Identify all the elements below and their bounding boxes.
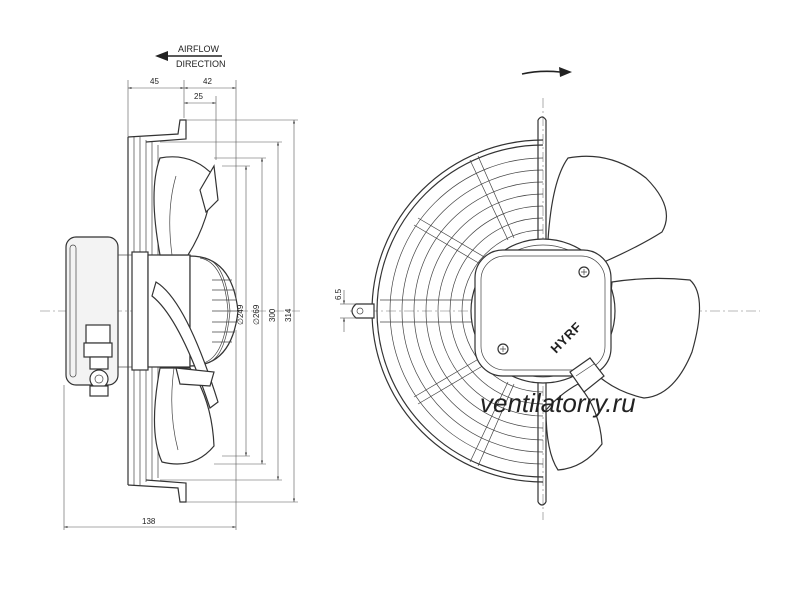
screw-bottom-left — [497, 343, 509, 355]
dim-label-45: 45 — [150, 77, 159, 86]
dim-label-249: ∅249 — [236, 304, 245, 325]
dim-label-300: 300 — [268, 308, 277, 322]
right-arrow-icon — [521, 67, 572, 77]
dim-label-269: ∅269 — [252, 304, 261, 325]
cable-gland — [83, 324, 113, 397]
mount-tab-left: 6.5 — [334, 288, 375, 332]
screw-top-right — [578, 266, 590, 278]
airflow-label-line2: DIRECTION — [176, 59, 226, 69]
watermark: ventilatorry.ru — [480, 388, 636, 418]
dim-label-314: 314 — [284, 308, 293, 322]
dim-label-25: 25 — [194, 92, 203, 101]
left-arrow-icon — [155, 51, 222, 61]
side-dimension-lines — [63, 86, 296, 529]
dim-label-138: 138 — [142, 517, 156, 526]
airflow-direction-label: AIRFLOW DIRECTION — [155, 44, 226, 69]
side-view: 45 42 25 138 ∅249 ∅269 300 314 — [40, 77, 300, 530]
front-view: 6.5 HY — [334, 67, 760, 520]
dim-label-42: 42 — [203, 77, 212, 86]
side-mount-bracket-bottom — [127, 479, 187, 503]
side-witness-lines — [63, 80, 298, 530]
guard-radial-rods — [380, 155, 515, 467]
guard-rings — [371, 139, 544, 483]
side-mount-bracket-top — [127, 119, 187, 143]
airflow-label-line1: AIRFLOW — [178, 44, 220, 54]
side-blades — [151, 156, 219, 465]
dim-label-6-5: 6.5 — [334, 288, 343, 300]
hub-cable-gland — [569, 357, 605, 393]
motor-hub-front — [470, 238, 616, 393]
blade-bottom — [545, 383, 603, 471]
